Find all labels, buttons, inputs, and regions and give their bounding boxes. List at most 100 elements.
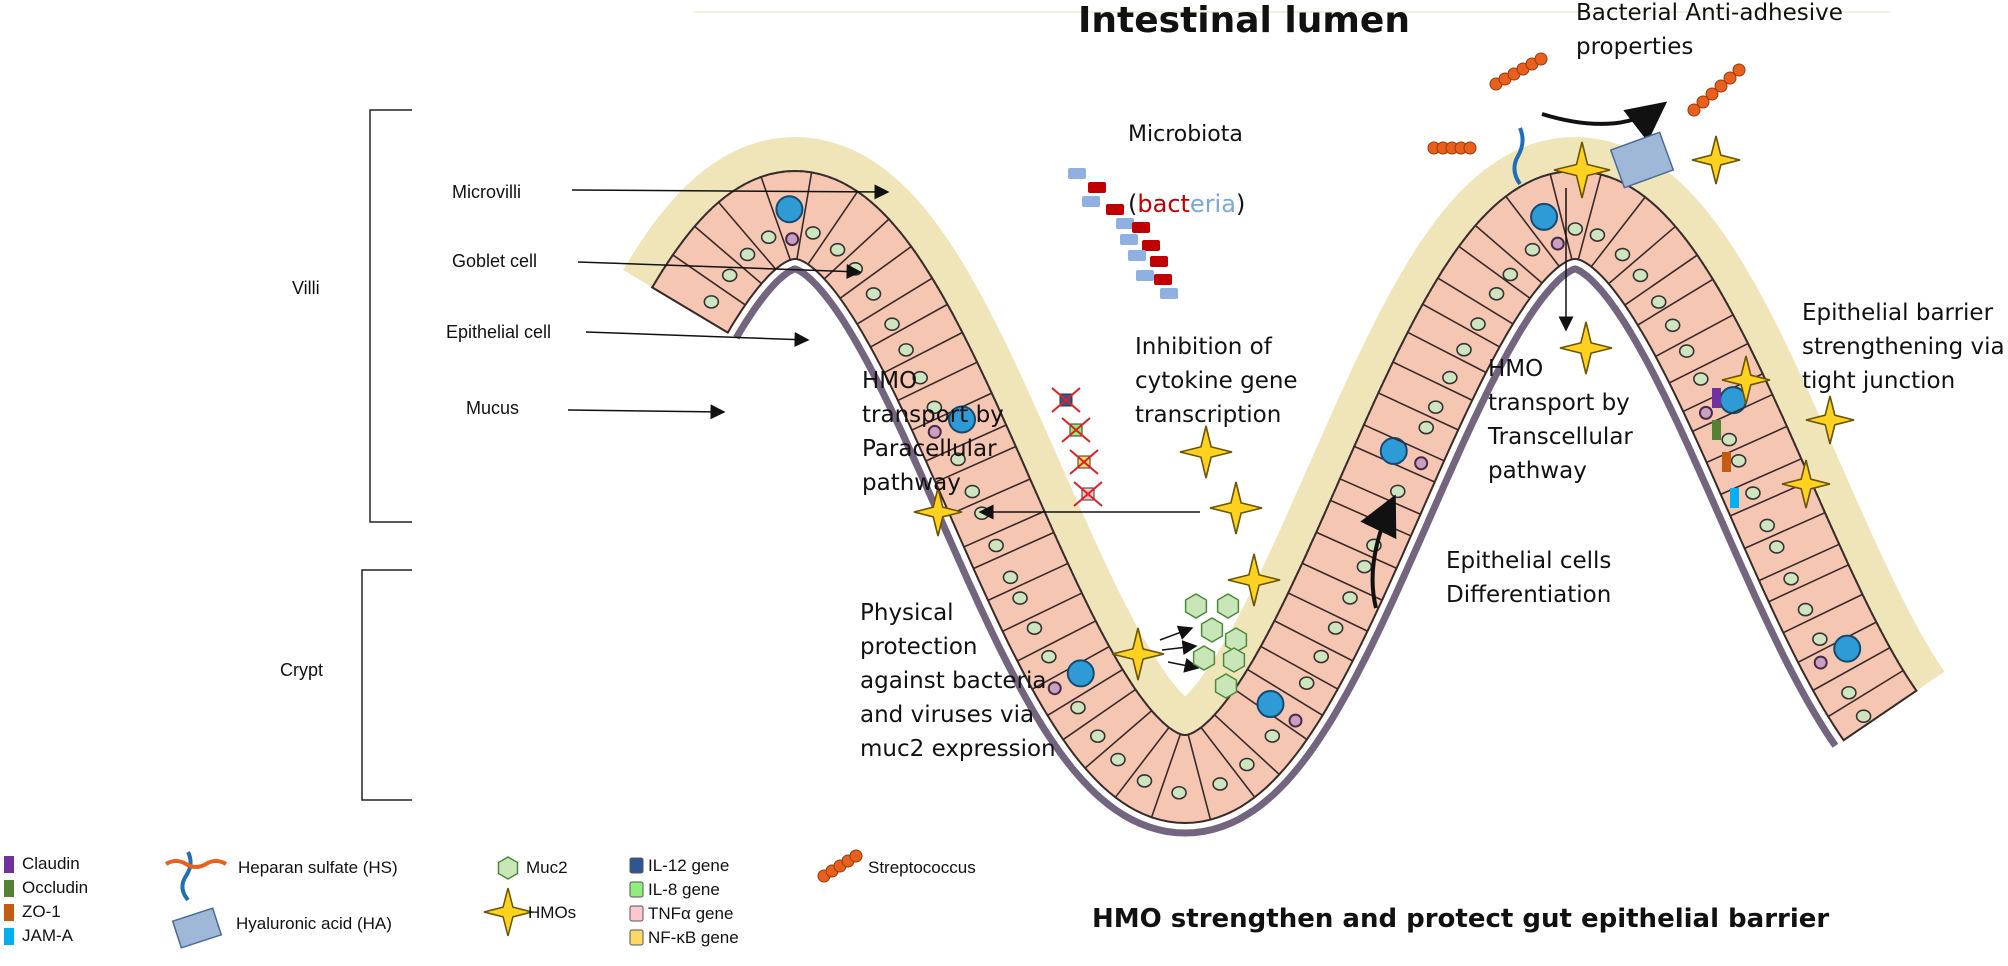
- bacteria-close-paren: ): [1235, 190, 1246, 218]
- streptococcus-chain: [1732, 63, 1746, 77]
- cell-nucleus: [1389, 484, 1406, 499]
- cell-border: [1827, 669, 1904, 718]
- cell-border: [1114, 727, 1170, 798]
- cell-nucleus: [1041, 649, 1057, 664]
- cell-border: [1590, 196, 1646, 268]
- cell-border: [935, 445, 1017, 483]
- legend-heparan-icon: [180, 851, 193, 902]
- hmo-star: [1111, 627, 1165, 681]
- bacteria-part-blue: eria: [1189, 190, 1236, 218]
- cell-border: [1187, 734, 1212, 820]
- microvilli-brush-border: [651, 169, 1918, 736]
- cell-nucleus: [912, 370, 928, 385]
- microbiota-bacterium: [1132, 222, 1150, 233]
- streptococcus-chain: [1687, 103, 1701, 117]
- streptococcus-chain: [1723, 71, 1737, 85]
- legend-gene-swatch: [629, 857, 644, 874]
- muc2-molecule: [1216, 593, 1240, 619]
- cell-nucleus: [1342, 591, 1358, 605]
- cell-border: [694, 225, 762, 285]
- cell-border: [963, 510, 1045, 548]
- cell-border: [1812, 646, 1891, 692]
- cell-border: [672, 254, 746, 306]
- legend-streptococcus: Streptococcus: [868, 858, 976, 877]
- gene-inhibition-cross: [1061, 417, 1091, 443]
- legend-swatch: [4, 904, 14, 921]
- goblet-vacuole: [1066, 659, 1095, 688]
- legend-hyaluronic: Hyaluronic acid (HA): [236, 914, 392, 933]
- cell-nucleus: [1567, 222, 1584, 236]
- cell-nucleus: [1488, 286, 1505, 301]
- tight-junction-protein: [1730, 488, 1739, 508]
- cell-border: [1692, 393, 1773, 433]
- physical-protection-annotation: Physical protection against bacteria and…: [860, 600, 1056, 762]
- microvilli-label: Microvilli: [452, 182, 521, 202]
- transcellular-annotation: HMO transport by Transcellular pathway: [1488, 356, 1633, 484]
- cell-nucleus: [1356, 559, 1373, 574]
- streptococcus-chain: [1463, 141, 1477, 155]
- cell-border: [1301, 562, 1383, 601]
- cell-nucleus: [964, 484, 981, 499]
- cell-nucleus: [1759, 518, 1776, 533]
- cell-nucleus: [1693, 372, 1709, 386]
- goblet-cell-label: Goblet cell: [452, 251, 538, 271]
- cell-border: [1260, 645, 1339, 690]
- crypt-label: Crypt: [280, 660, 324, 680]
- cell-border: [1758, 543, 1840, 582]
- cell-nucleus: [1664, 318, 1681, 333]
- cell-nucleus: [1136, 774, 1153, 788]
- legend-il12: IL-12 gene: [648, 856, 730, 875]
- cell-nucleus: [805, 226, 821, 240]
- legend-swatch: [4, 928, 14, 945]
- goblet-nucleus: [927, 424, 942, 439]
- bacteria-part-red: bact: [1137, 190, 1190, 218]
- cell-nucleus: [760, 230, 777, 245]
- hmo-star: [1559, 321, 1613, 375]
- muc2-secretion-arrow: [1167, 657, 1200, 673]
- basement-membrane: [733, 265, 1839, 837]
- cell-border: [1214, 714, 1280, 776]
- cell-border: [1624, 254, 1698, 306]
- muc2-molecule: [1200, 617, 1224, 643]
- microbiota-bacterium: [1136, 270, 1154, 281]
- cell-border: [897, 361, 978, 402]
- cell-nucleus: [847, 262, 864, 276]
- goblet-pointer: [577, 261, 862, 280]
- legend-jama: JAM-A: [22, 926, 73, 945]
- cell-border: [1287, 592, 1368, 632]
- cell-nucleus: [1855, 709, 1872, 723]
- goblet-vacuole: [1530, 202, 1559, 231]
- legend-hmos: HMOs: [528, 903, 577, 922]
- villi-bracket: [369, 109, 412, 523]
- legend-zo1: ZO-1: [22, 902, 61, 921]
- microbiota-bacterium: [1082, 196, 1100, 207]
- cell-border: [925, 424, 1007, 462]
- legend-gene-swatch: [629, 929, 644, 946]
- cell-nucleus: [1470, 317, 1486, 331]
- differentiation-annotation: Epithelial cells Differentiation: [1446, 548, 1612, 608]
- cell-nucleus: [1012, 591, 1028, 605]
- mucus-pointer: [567, 404, 726, 420]
- legend-swatch: [4, 856, 14, 873]
- goblet-nucleus: [1550, 236, 1565, 251]
- cell-nucleus: [988, 538, 1004, 553]
- cell-nucleus: [1456, 342, 1472, 357]
- cell-border: [1200, 726, 1256, 798]
- microbiota-bacterium: [1150, 256, 1168, 267]
- cell-nucleus: [1418, 420, 1435, 435]
- cell-border: [987, 562, 1069, 602]
- cell-border: [1274, 620, 1354, 662]
- legend-claudin: Claudin: [22, 854, 80, 873]
- cell-border: [1505, 195, 1560, 267]
- cell-border: [870, 303, 948, 348]
- cell-border: [1407, 331, 1487, 374]
- crypt-bracket: [361, 569, 412, 801]
- goblet-nucleus: [1288, 713, 1303, 728]
- legend-occludin: Occludin: [22, 878, 89, 897]
- hmo-star: [1805, 395, 1855, 445]
- hmo-star: [1227, 553, 1281, 607]
- microbiota-bacterium: [1116, 218, 1134, 229]
- cell-border: [1392, 361, 1473, 401]
